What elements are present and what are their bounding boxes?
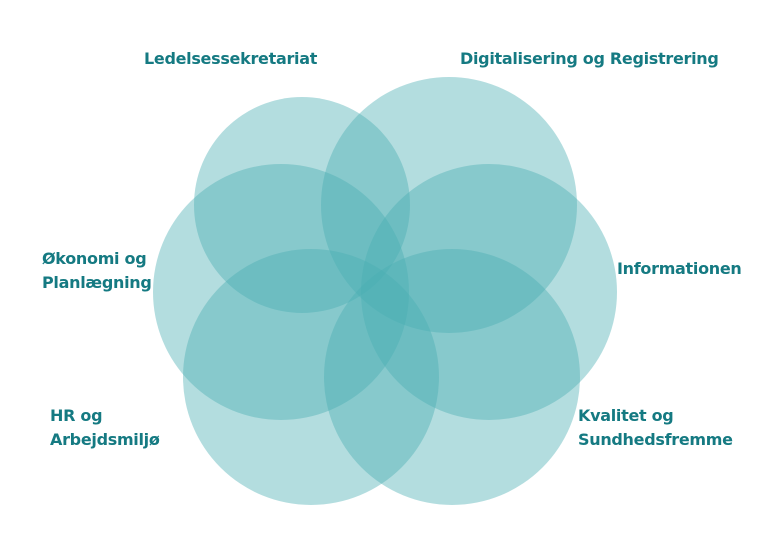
label-digitalisering-og-registrering: Digitalisering og Registrering [460, 47, 719, 71]
label-ledelsessekretariat: Ledelsessekretariat [144, 47, 317, 71]
label-hr-line-2: Arbejdsmiljø [50, 430, 160, 449]
circle-okonomi [153, 164, 409, 420]
label-okonomi-og-planlaegning: Økonomi og Planlægning [42, 247, 152, 295]
circle-kvalitet [324, 249, 580, 505]
label-informationen: Informationen [617, 257, 742, 281]
circle-hr [183, 249, 439, 505]
label-hr-og-arbejdsmiljo: HR og Arbejdsmiljø [50, 404, 160, 452]
label-ledelsessekretariat-line-1: Ledelsessekretariat [144, 49, 318, 68]
circle-digitalisering [321, 77, 577, 333]
circle-ledelsessekretariat [194, 97, 410, 313]
label-digitalisering-line-1: Digitalisering og Registrering [460, 49, 719, 68]
label-kvalitet-line-2: Sundhedsfremme [578, 430, 733, 449]
label-hr-line-1: HR og [50, 406, 103, 425]
label-kvalitet-line-1: Kvalitet og [578, 406, 674, 425]
label-okonomi-line-1: Økonomi og [42, 249, 147, 268]
label-kvalitet-og-sundhedsfremme: Kvalitet og Sundhedsfremme [578, 404, 733, 452]
label-informationen-line-1: Informationen [617, 259, 742, 278]
circle-informationen [361, 164, 617, 420]
label-okonomi-line-2: Planlægning [42, 273, 152, 292]
